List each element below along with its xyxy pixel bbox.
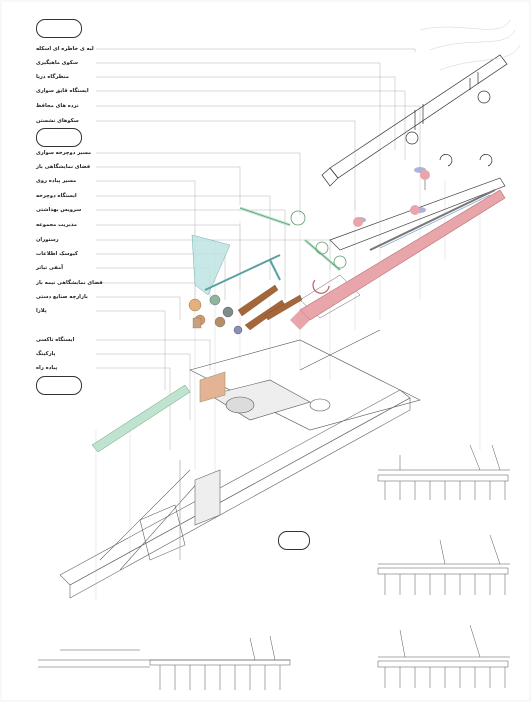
legend-item: فضای نمایشگاهی نیمه باز: [36, 280, 103, 286]
legend-item: پلازا: [36, 308, 47, 314]
legend-item: نرده های محافظ: [36, 103, 79, 109]
decorative-swirl: [419, 19, 521, 71]
empty-pill-icon: [36, 376, 82, 395]
craft-market-layer: [237, 284, 303, 331]
legend-item: ایستگاه قایق سواری: [36, 88, 89, 94]
legend-item: پارکینگ: [36, 351, 56, 357]
legend-item: کیوسک اطلاعات: [36, 251, 78, 257]
plaza-base-layer: [189, 329, 421, 431]
legend-item: سرویس بهداشتی: [36, 207, 82, 213]
legend-item: پیاده راه: [36, 365, 58, 371]
empty-pill-icon: [36, 128, 82, 147]
legend-item: فضای نمایشگاهی باز: [36, 164, 91, 170]
legend-item: ایستگاه تاکسی: [36, 337, 75, 343]
legend-item: مسیر پیاده روی: [36, 178, 77, 184]
legend-item: منظرگاه دریا: [36, 74, 69, 80]
legend-item: ایستگاه دوچرخه: [36, 193, 77, 199]
section-1: [377, 444, 510, 500]
parking-green-strip: [91, 384, 191, 453]
legend-item: مدیریت مجموعه: [36, 222, 77, 228]
legend-item: رستوران: [36, 237, 59, 243]
legend-item: بازارچه صنایع دستی: [36, 294, 88, 300]
pink-promenade-layer: [290, 189, 506, 330]
legend-item: سکوهای نشستن: [36, 118, 79, 124]
legend-item: آمفی تیاتر: [36, 265, 63, 271]
legend-item: سکوی ماهیگیری: [36, 60, 78, 66]
amenities-layer: [188, 294, 243, 335]
empty-pill-icon: [36, 19, 82, 38]
long-section: [38, 635, 291, 690]
green-paths-layer: [239, 206, 347, 272]
section-2: [377, 534, 510, 595]
section-3: [377, 624, 510, 688]
legend-item: لبه ی خاطره ای اسکله: [36, 46, 94, 52]
main-pier-axonometric: [59, 389, 411, 599]
empty-pill-icon: [278, 531, 310, 550]
legend-item: مسیر دوچرخه سواری: [36, 150, 92, 156]
pier-edge-layer: [321, 54, 508, 187]
explosion-axes: [95, 120, 481, 600]
platforms-layer: [299, 167, 506, 319]
open-exhibition-layer: [191, 234, 281, 296]
